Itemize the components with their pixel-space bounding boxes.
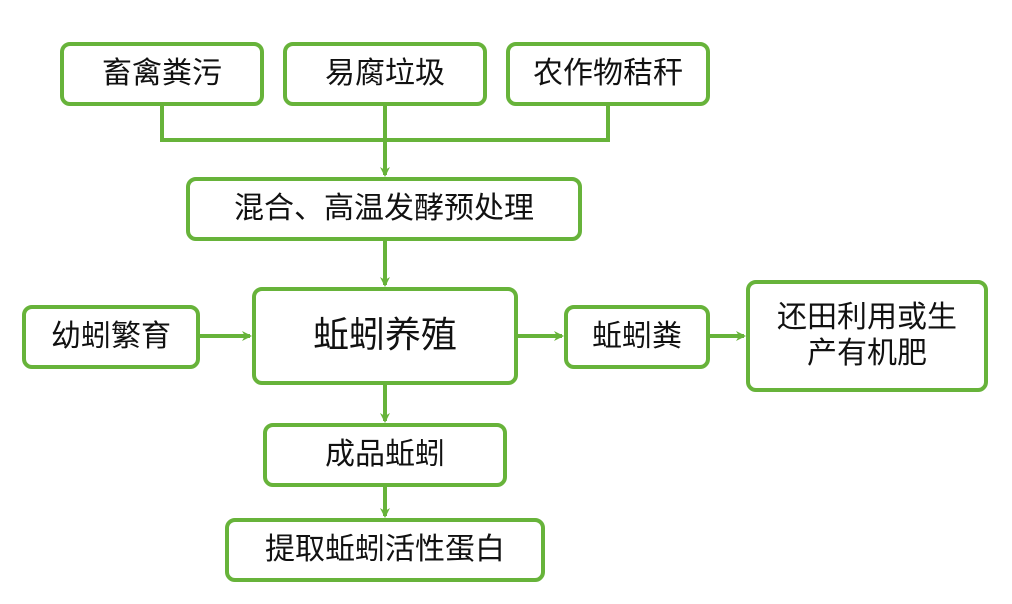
node-pretreatment-label: 混合、高温发酵预处理 bbox=[234, 191, 534, 226]
node-young-worm-breeding-label: 幼蚓繁育 bbox=[51, 319, 171, 354]
node-young-worm-breeding: 幼蚓繁育 bbox=[22, 305, 200, 369]
node-extract-protein-label: 提取蚯蚓活性蛋白 bbox=[265, 532, 505, 567]
node-field-or-fertilizer: 还田利用或生产有机肥 bbox=[746, 280, 988, 392]
node-earthworm-breeding-label: 蚯蚓养殖 bbox=[312, 315, 457, 357]
node-earthworm-breeding: 蚯蚓养殖 bbox=[252, 287, 518, 385]
merge-connector bbox=[160, 104, 610, 142]
node-crop-straw: 农作物秸秆 bbox=[506, 42, 710, 106]
node-perishable-waste-label: 易腐垃圾 bbox=[325, 56, 445, 91]
node-livestock-manure: 畜禽粪污 bbox=[60, 42, 264, 106]
node-worm-castings: 蚯蚓粪 bbox=[564, 305, 710, 369]
node-finished-earthworm-label: 成品蚯蚓 bbox=[325, 437, 445, 472]
node-finished-earthworm: 成品蚯蚓 bbox=[263, 423, 507, 487]
node-worm-castings-label: 蚯蚓粪 bbox=[592, 319, 682, 354]
node-pretreatment: 混合、高温发酵预处理 bbox=[186, 177, 582, 241]
node-perishable-waste: 易腐垃圾 bbox=[283, 42, 487, 106]
node-field-or-fertilizer-label: 还田利用或生产有机肥 bbox=[777, 300, 957, 371]
node-livestock-manure-label: 畜禽粪污 bbox=[102, 56, 222, 91]
node-crop-straw-label: 农作物秸秆 bbox=[533, 56, 683, 91]
node-extract-protein: 提取蚯蚓活性蛋白 bbox=[225, 518, 545, 582]
